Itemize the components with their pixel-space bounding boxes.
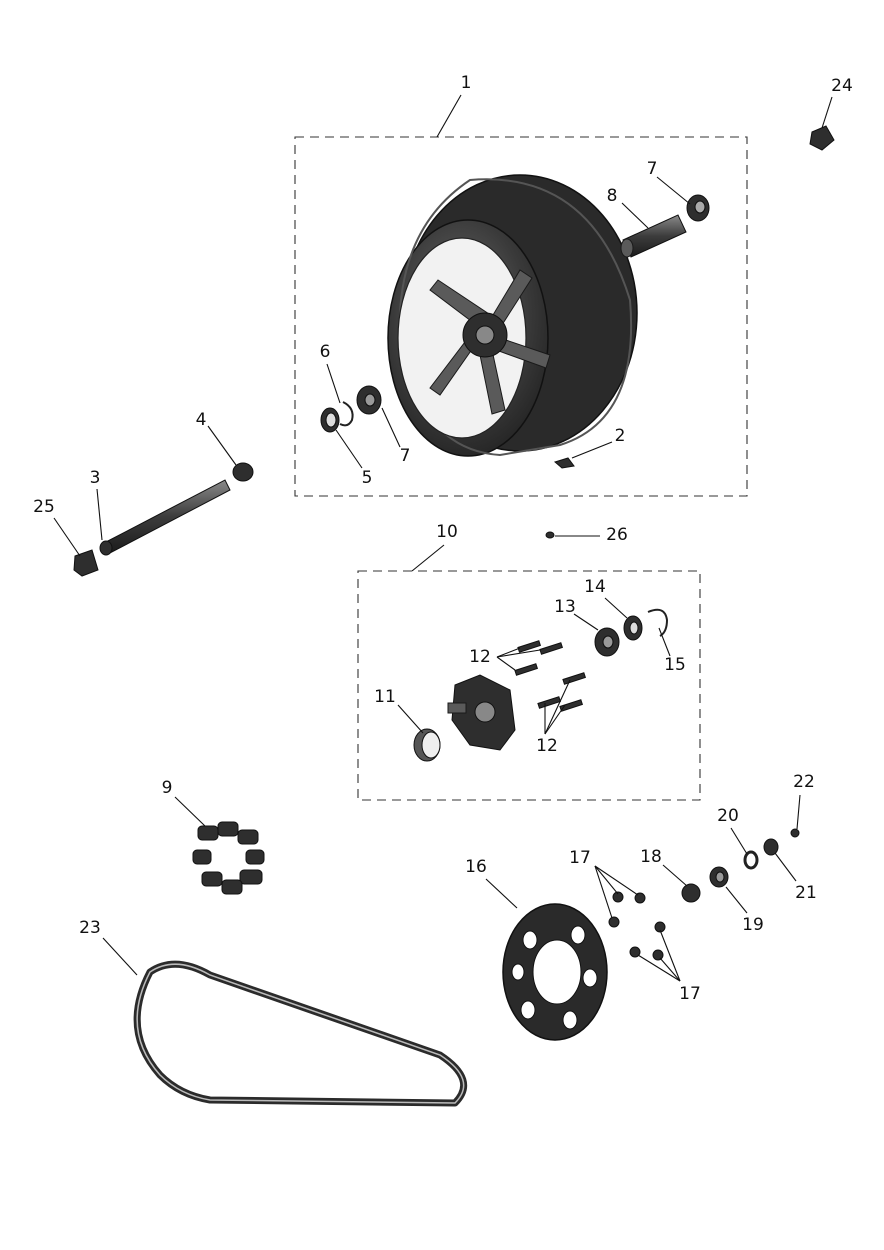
adjuster-block-24 <box>809 125 835 151</box>
callout-18: 18 <box>640 847 662 867</box>
callout-7-upper: 7 <box>647 159 658 179</box>
callout-24: 24 <box>831 76 853 96</box>
callout-7-lower: 7 <box>400 446 411 466</box>
callout-labels: 1 24 7 8 6 2 4 7 5 3 25 10 26 14 13 12 1… <box>33 73 853 1004</box>
callout-11: 11 <box>374 687 396 707</box>
callout-12-upper: 12 <box>469 647 491 667</box>
valve-2 <box>553 457 575 469</box>
cush-drive-group-box <box>357 570 701 801</box>
callout-3: 3 <box>90 468 101 488</box>
callout-9: 9 <box>162 778 173 798</box>
circlip-6 <box>339 401 354 427</box>
callout-23: 23 <box>79 918 101 938</box>
callout-20: 20 <box>717 806 739 826</box>
bolt-22 <box>790 828 800 838</box>
callout-8: 8 <box>607 186 618 206</box>
callout-22: 22 <box>793 772 815 792</box>
cush-drive-rubbers-9 <box>192 821 265 895</box>
pins-12 <box>514 640 587 712</box>
callout-21: 21 <box>795 883 817 903</box>
callout-13: 13 <box>554 597 576 617</box>
callout-17-upper: 17 <box>569 848 591 868</box>
callout-6: 6 <box>320 342 331 362</box>
drive-hub-carrier <box>447 674 516 751</box>
callout-19: 19 <box>742 915 764 935</box>
sprocket-16 <box>502 903 608 1041</box>
callout-1: 1 <box>461 73 472 93</box>
spacer-18 <box>681 883 701 903</box>
bearing-7-lower <box>356 385 382 415</box>
callout-26: 26 <box>606 525 628 545</box>
drive-chain-23 <box>133 960 468 1107</box>
wheel-assembly-group-box <box>294 136 748 497</box>
plug-26 <box>545 531 555 539</box>
spacer-tube-8 <box>620 214 687 258</box>
bearing-7-upper <box>686 194 710 222</box>
spacer-4 <box>232 462 254 482</box>
bearing-19 <box>709 866 729 888</box>
circlip-15 <box>647 608 669 637</box>
adjuster-block-25 <box>73 549 99 577</box>
callout-2: 2 <box>615 426 626 446</box>
leader-lines <box>53 94 833 982</box>
callout-25: 25 <box>33 497 55 517</box>
nuts-17 <box>608 891 666 961</box>
callout-15: 15 <box>664 655 686 675</box>
rear-wheel <box>387 174 638 457</box>
callout-16: 16 <box>465 857 487 877</box>
nut-21 <box>763 838 779 856</box>
callout-10: 10 <box>436 522 458 542</box>
callout-12-lower: 12 <box>536 736 558 756</box>
wheel-spindle-3 <box>99 479 231 556</box>
bearing-13 <box>594 627 620 657</box>
washer-20 <box>743 850 759 870</box>
callout-4: 4 <box>196 410 207 430</box>
callout-14: 14 <box>584 577 606 597</box>
callout-5: 5 <box>362 468 373 488</box>
seal-14 <box>623 615 643 641</box>
callout-17-lower: 17 <box>679 984 701 1004</box>
ring-11 <box>413 728 441 762</box>
seal-5 <box>320 407 340 433</box>
